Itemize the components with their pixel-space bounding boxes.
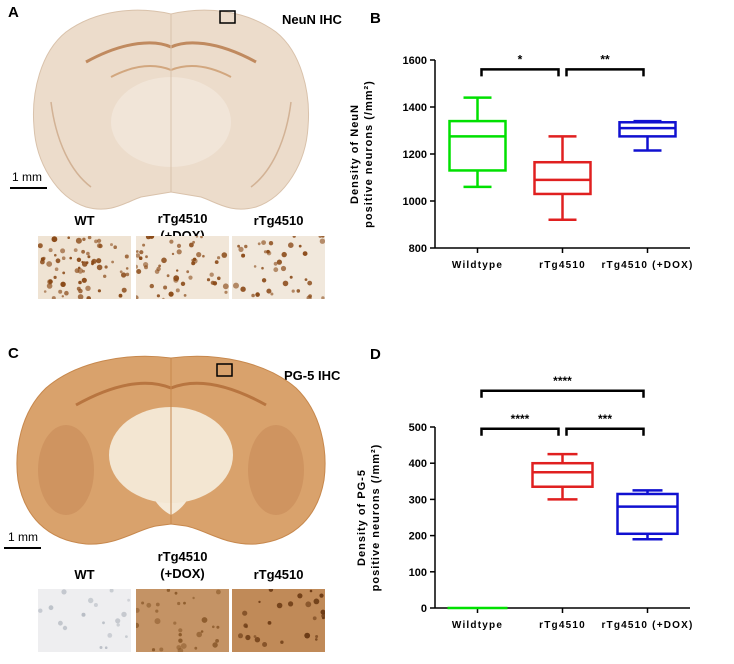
neun-brain-section-image bbox=[33, 9, 309, 210]
pg5-col-label-rtg: rTg4510 bbox=[253, 567, 304, 582]
y-tick-label: 300 bbox=[409, 494, 427, 506]
neun-roi-box bbox=[219, 10, 236, 24]
y-axis-label: positive neurons (/mm²) bbox=[370, 444, 382, 592]
box-iqr bbox=[616, 492, 679, 536]
panel-letter-d: D bbox=[370, 346, 381, 363]
panel-letter-c: C bbox=[8, 345, 19, 362]
y-tick-label: 1200 bbox=[403, 149, 427, 161]
significance-bracket: *** bbox=[565, 412, 645, 436]
neun-tile-dox bbox=[136, 236, 229, 299]
x-tick-label: Wildtype bbox=[452, 260, 503, 271]
x-tick-label: rTg4510 bbox=[539, 620, 586, 631]
pg5-col-label-dox: rTg4510 (+DOX) bbox=[157, 549, 208, 581]
neun-col-label-wt: WT bbox=[74, 213, 95, 228]
neun-scale-label: 1 mm bbox=[12, 170, 42, 184]
x-tick-label: rTg4510 (+DOX) bbox=[601, 620, 693, 631]
significance-label: ** bbox=[600, 52, 610, 66]
y-tick-label: 100 bbox=[409, 567, 427, 579]
y-tick-label: 1600 bbox=[403, 55, 427, 67]
neun-ihc-title: NeuN IHC bbox=[282, 12, 342, 27]
pg5-tile-rtg bbox=[232, 589, 325, 652]
box-rtg4510-dox- bbox=[616, 489, 679, 541]
significance-label: **** bbox=[511, 412, 530, 426]
y-axis-label: Density of NeuN bbox=[349, 104, 361, 204]
significance-label: * bbox=[518, 52, 523, 66]
y-axis-label: positive neurons (/mm²) bbox=[363, 80, 375, 228]
pg5-brain-section-image bbox=[16, 355, 326, 545]
box-iqr bbox=[531, 461, 594, 488]
y-axis-label: Density of PG-5 bbox=[356, 469, 368, 566]
box-rtg4510 bbox=[533, 135, 592, 222]
pg5-ihc-title: PG-5 IHC bbox=[284, 368, 341, 383]
y-tick-label: 400 bbox=[409, 458, 427, 470]
significance-label: *** bbox=[598, 412, 612, 426]
box-iqr bbox=[533, 160, 592, 196]
neun-col-label-rtg: rTg4510 bbox=[253, 213, 304, 228]
pg5-scale-label: 1 mm bbox=[8, 530, 38, 544]
x-tick-label: rTg4510 bbox=[539, 260, 586, 271]
pg5-tile-dox bbox=[136, 589, 229, 652]
pg5-scale-bar bbox=[4, 547, 41, 549]
y-tick-label: 800 bbox=[409, 243, 427, 255]
box-iqr bbox=[448, 119, 507, 172]
significance-label: **** bbox=[553, 374, 572, 388]
significance-bracket: **** bbox=[480, 412, 560, 436]
y-tick-label: 500 bbox=[409, 422, 427, 434]
y-tick-label: 0 bbox=[421, 603, 427, 615]
box-rtg4510 bbox=[531, 452, 594, 501]
significance-bracket: **** bbox=[480, 374, 645, 398]
box-wildtype bbox=[448, 96, 507, 189]
significance-bracket: ** bbox=[565, 52, 645, 77]
panel-letter-a: A bbox=[8, 4, 19, 21]
y-tick-label: 200 bbox=[409, 531, 427, 543]
pg5-tile-wt bbox=[38, 589, 131, 652]
pg5-roi-box bbox=[216, 363, 233, 377]
y-tick-label: 1000 bbox=[403, 196, 427, 208]
x-tick-label: rTg4510 (+DOX) bbox=[601, 260, 693, 271]
panel-letter-b: B bbox=[370, 10, 381, 27]
neun-tile-rtg bbox=[232, 236, 325, 299]
significance-bracket: * bbox=[480, 52, 560, 77]
neun-tile-wt bbox=[38, 236, 131, 299]
pg5-col-label-wt: WT bbox=[74, 567, 95, 582]
neun-scale-bar bbox=[10, 187, 47, 189]
x-tick-label: Wildtype bbox=[452, 620, 503, 631]
y-tick-label: 1400 bbox=[403, 102, 427, 114]
box-rtg4510-dox- bbox=[618, 119, 677, 152]
